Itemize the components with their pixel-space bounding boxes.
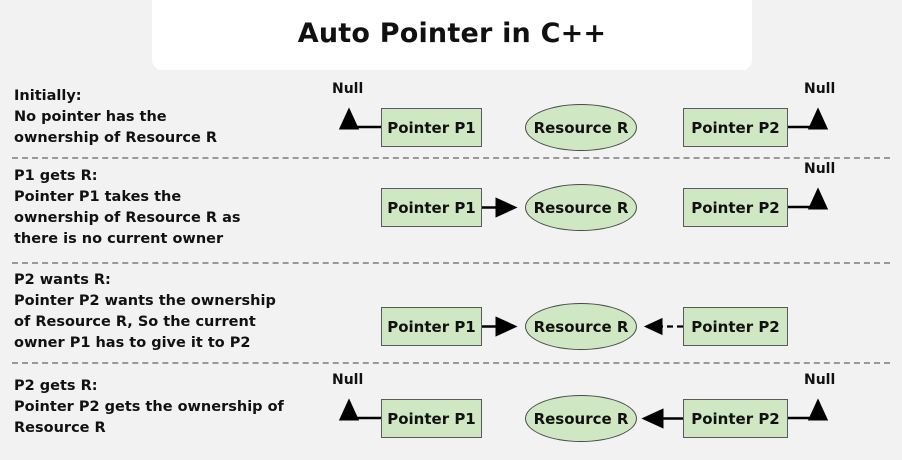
null-label-p2-row2: Null xyxy=(804,161,836,177)
null-label-p2-row1: Null xyxy=(804,81,836,97)
p1-owns-resource-arrow-row3 xyxy=(482,316,518,337)
row-description-p2-gets-r: P2 gets R: Pointer P2 gets the ownership… xyxy=(14,378,284,436)
pointer-p1-box-row3[interactable]: Pointer P1 xyxy=(381,307,482,346)
null-label-p1-row4: Null xyxy=(332,372,364,388)
pointer-p1-box-row1[interactable]: Pointer P1 xyxy=(381,108,482,147)
null-arrow-p1-row1 xyxy=(338,107,382,130)
resource-r-node-row1[interactable]: Resource R xyxy=(525,104,637,151)
pointer-p1-box-row4[interactable]: Pointer P1 xyxy=(381,399,482,438)
null-arrow-p2-row1 xyxy=(788,107,829,130)
row-description-p2-wants-r: P2 wants R: Pointer P2 wants the ownersh… xyxy=(14,272,276,351)
page-title: Auto Pointer in C++ xyxy=(297,17,607,49)
null-label-p1-row1: Null xyxy=(332,81,364,97)
null-arrow-p2-row4 xyxy=(788,398,829,421)
row-separator-3 xyxy=(12,362,890,364)
resource-r-node-row3[interactable]: Resource R xyxy=(525,303,637,350)
resource-r-node-row2[interactable]: Resource R xyxy=(525,184,637,231)
row-separator-2 xyxy=(12,262,890,264)
pointer-p2-box-row4[interactable]: Pointer P2 xyxy=(683,399,788,438)
row-description-p1-gets-r: P1 gets R: Pointer P1 takes the ownershi… xyxy=(14,168,241,247)
row-separator-1 xyxy=(12,157,890,159)
null-arrow-p2-row2 xyxy=(788,187,829,210)
pointer-p2-box-row1[interactable]: Pointer P2 xyxy=(683,108,788,147)
resource-r-node-row4[interactable]: Resource R xyxy=(525,395,637,442)
title-banner: Auto Pointer in C++ xyxy=(152,0,752,70)
pointer-p2-box-row2[interactable]: Pointer P2 xyxy=(683,188,788,227)
p2-owns-resource-arrow-row4 xyxy=(641,408,683,429)
p1-owns-resource-arrow-row2 xyxy=(482,197,518,218)
pointer-p2-box-row3[interactable]: Pointer P2 xyxy=(683,307,788,346)
pointer-p1-box-row2[interactable]: Pointer P1 xyxy=(381,188,482,227)
row-description-initially: Initially: No pointer has the ownership … xyxy=(14,88,218,146)
p2-wants-resource-dashed-arrow-row3 xyxy=(643,317,683,336)
null-arrow-p1-row4 xyxy=(338,398,382,421)
null-label-p2-row4: Null xyxy=(804,372,836,388)
